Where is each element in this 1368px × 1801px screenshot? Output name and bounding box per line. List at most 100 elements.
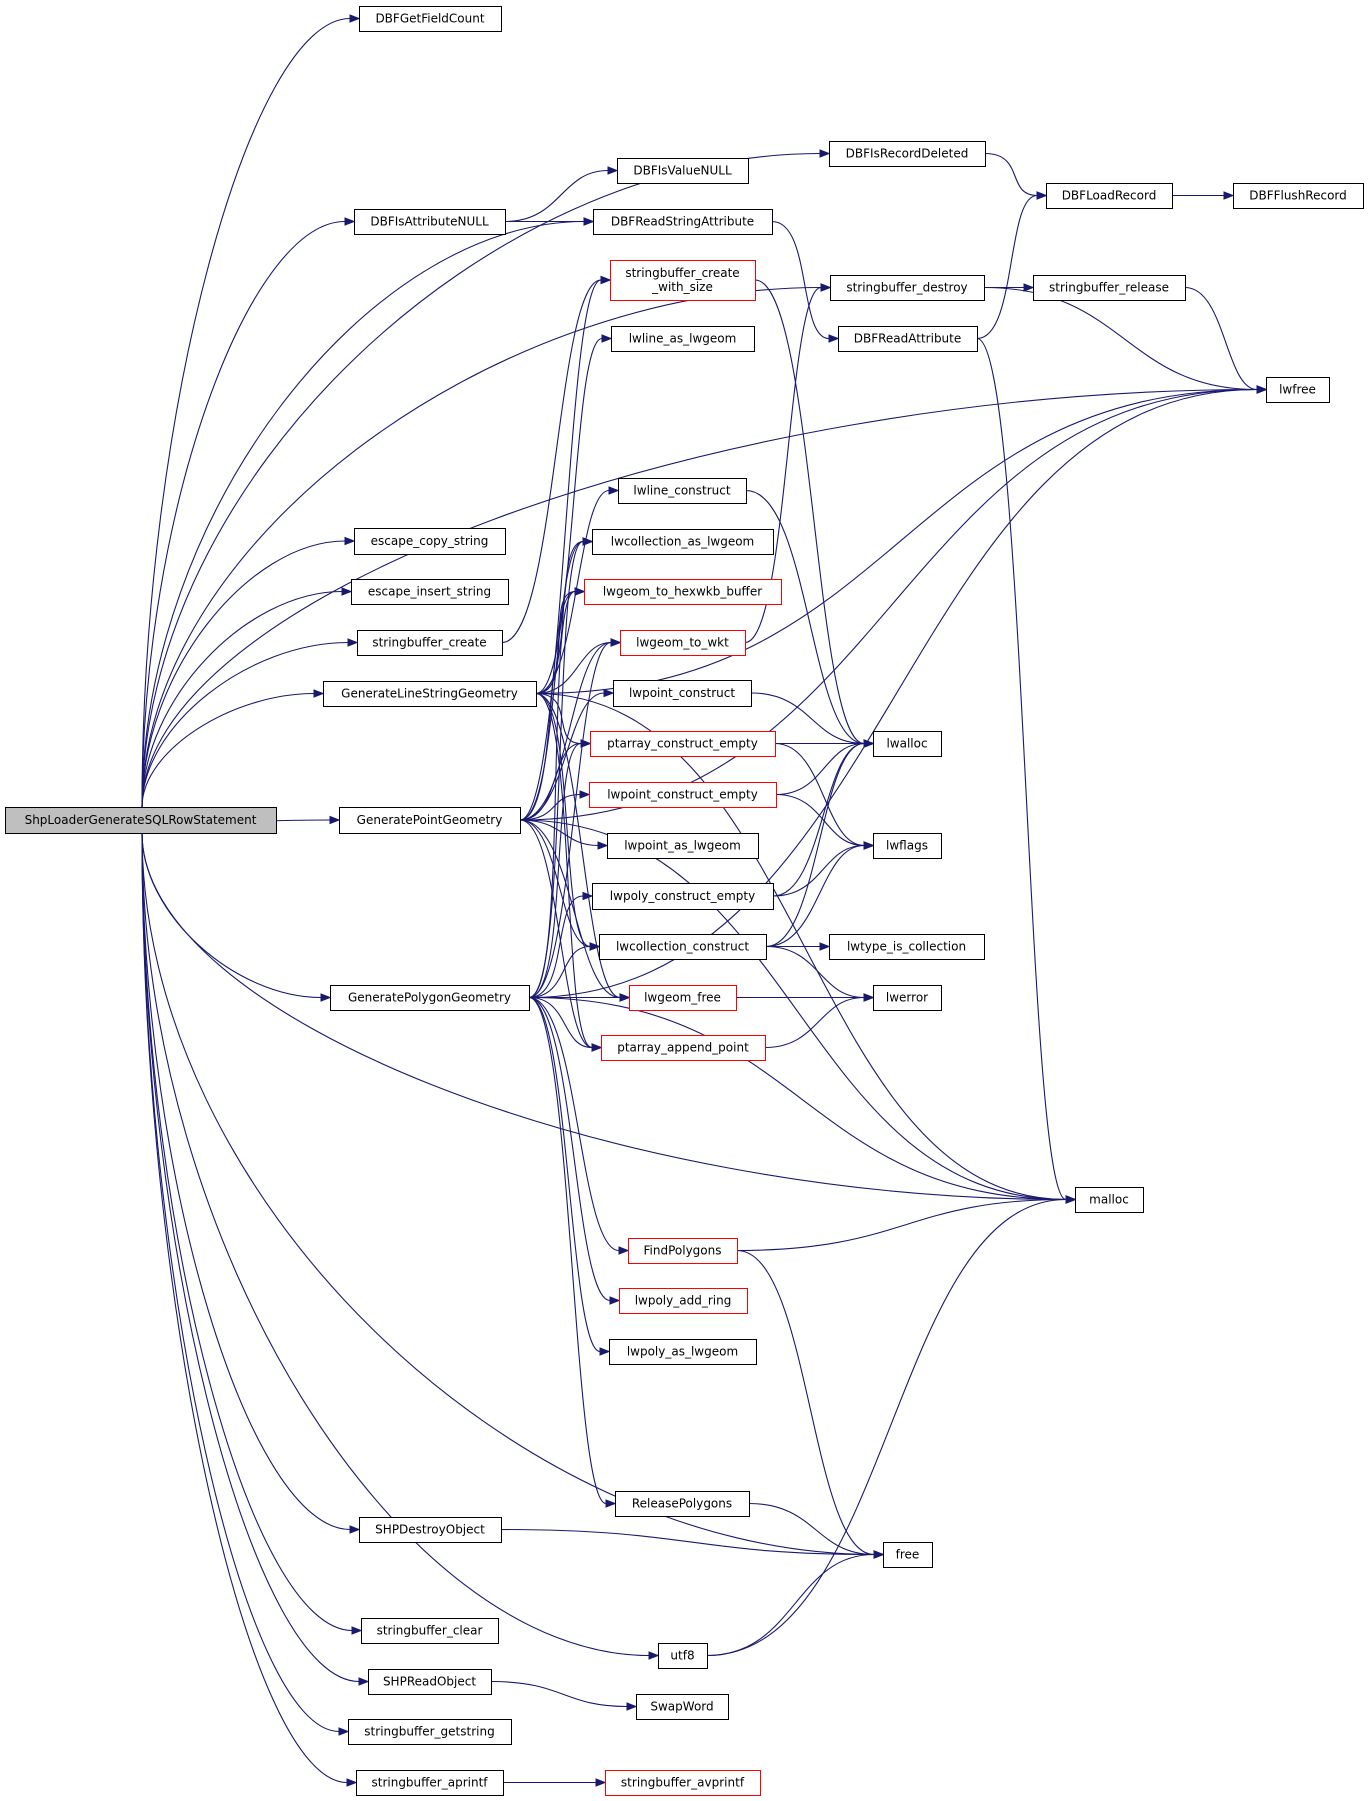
node-lwgeom-to-wkt[interactable]: lwgeom_to_wkt <box>620 630 746 656</box>
node-lwfree[interactable]: lwfree <box>1266 377 1330 403</box>
node-utf8[interactable]: utf8 <box>658 1643 708 1669</box>
node-box[interactable] <box>615 1491 750 1517</box>
node-box[interactable] <box>590 731 776 757</box>
node-lwline-construct[interactable]: lwline_construct <box>618 478 747 504</box>
node-box[interactable] <box>339 807 521 834</box>
node-box[interactable] <box>1233 183 1364 209</box>
node-lwpoint-construct[interactable]: lwpoint_construct <box>613 680 752 707</box>
node-lwflags[interactable]: lwflags <box>873 833 942 859</box>
node-box[interactable] <box>5 807 277 834</box>
node-box[interactable] <box>368 1669 492 1695</box>
node-box[interactable] <box>359 1517 502 1543</box>
node-box[interactable] <box>593 209 773 235</box>
node-dbfread-string-attribute[interactable]: DBFReadStringAttribute <box>593 209 773 235</box>
node-stringbuffer-clear[interactable]: stringbuffer_clear <box>361 1618 499 1644</box>
node-stringbuffer-release[interactable]: stringbuffer_release <box>1033 275 1186 301</box>
node-box[interactable] <box>629 985 737 1011</box>
node-box[interactable] <box>323 681 537 707</box>
node-dbfget-field-count[interactable]: DBFGetFieldCount <box>359 6 502 32</box>
node-box[interactable] <box>354 209 506 235</box>
node-box[interactable] <box>1046 183 1173 209</box>
node-root[interactable]: ShpLoaderGenerateSQLRowStatement <box>5 807 277 834</box>
node-box[interactable] <box>607 833 759 859</box>
node-dbfis-attribute-null[interactable]: DBFIsAttributeNULL <box>354 209 506 235</box>
node-box[interactable] <box>354 528 506 555</box>
node-box[interactable] <box>592 883 774 910</box>
node-escape-copy-string[interactable]: escape_copy_string <box>354 528 506 555</box>
node-box[interactable] <box>330 985 530 1011</box>
node-box[interactable] <box>829 141 986 167</box>
node-box[interactable] <box>619 1288 748 1314</box>
node-box[interactable] <box>829 934 985 960</box>
node-dbfis-value-null[interactable]: DBFIsValueNULL <box>617 158 749 184</box>
node-lwline-as-lwgeom[interactable]: lwline_as_lwgeom <box>611 326 755 352</box>
node-escape-insert-string[interactable]: escape_insert_string <box>351 579 509 605</box>
node-lwcollection-construct[interactable]: lwcollection_construct <box>599 934 767 960</box>
node-generate-line-string-geometry[interactable]: GenerateLineStringGeometry <box>323 681 537 707</box>
node-box[interactable] <box>618 478 747 504</box>
node-lwpoly-construct-empty[interactable]: lwpoly_construct_empty <box>592 883 774 910</box>
node-stringbuffer-create[interactable]: stringbuffer_create <box>357 630 503 656</box>
node-stringbuffer-create-with-size[interactable]: stringbuffer_create_with_size <box>610 260 756 301</box>
node-lwpoint-as-lwgeom[interactable]: lwpoint_as_lwgeom <box>607 833 759 859</box>
node-find-polygons[interactable]: FindPolygons <box>628 1238 738 1264</box>
node-box[interactable] <box>1266 377 1330 403</box>
node-box[interactable] <box>636 1694 729 1720</box>
node-box[interactable] <box>883 1542 933 1568</box>
node-lwpoly-as-lwgeom[interactable]: lwpoly_as_lwgeom <box>609 1339 757 1365</box>
node-stringbuffer-avprintf[interactable]: stringbuffer_avprintf <box>605 1770 761 1796</box>
node-dbfread-attribute[interactable]: DBFReadAttribute <box>838 326 978 352</box>
node-box[interactable] <box>628 1238 738 1264</box>
node-lwtype-is-collection[interactable]: lwtype_is_collection <box>829 934 985 960</box>
node-dbfload-record[interactable]: DBFLoadRecord <box>1046 183 1173 209</box>
node-box[interactable] <box>873 985 942 1011</box>
node-box[interactable] <box>658 1643 708 1669</box>
node-lwalloc[interactable]: lwalloc <box>873 731 942 757</box>
node-box[interactable] <box>351 579 509 605</box>
node-box[interactable] <box>359 6 502 32</box>
node-dbfis-record-deleted[interactable]: DBFIsRecordDeleted <box>829 141 986 167</box>
node-box[interactable] <box>356 1770 504 1796</box>
node-release-polygons[interactable]: ReleasePolygons <box>615 1491 750 1517</box>
node-box[interactable] <box>599 934 767 960</box>
node-shpdestroy-object[interactable]: SHPDestroyObject <box>359 1517 502 1543</box>
node-box[interactable] <box>584 579 782 605</box>
node-box[interactable] <box>589 782 777 808</box>
node-box[interactable] <box>609 1339 757 1365</box>
node-lwcollection-as-lwgeom[interactable]: lwcollection_as_lwgeom <box>592 529 774 555</box>
node-box[interactable] <box>605 1770 761 1796</box>
node-lwgeom-free[interactable]: lwgeom_free <box>629 985 737 1011</box>
node-box[interactable] <box>873 833 942 859</box>
node-stringbuffer-getstring[interactable]: stringbuffer_getstring <box>348 1719 512 1745</box>
node-swap-word[interactable]: SwapWord <box>636 1694 729 1720</box>
node-box[interactable] <box>1033 275 1186 301</box>
node-box[interactable] <box>1075 1187 1144 1213</box>
node-free[interactable]: free <box>883 1542 933 1568</box>
node-box[interactable] <box>348 1719 512 1745</box>
node-ptarray-append-point[interactable]: ptarray_append_point <box>601 1035 766 1061</box>
node-box[interactable] <box>620 630 746 656</box>
node-box[interactable] <box>611 326 755 352</box>
node-box[interactable] <box>617 158 749 184</box>
node-box[interactable] <box>601 1035 766 1061</box>
node-lwpoint-construct-empty[interactable]: lwpoint_construct_empty <box>589 782 777 808</box>
node-box[interactable] <box>613 680 752 707</box>
node-box[interactable] <box>873 731 942 757</box>
node-dbfflush-record[interactable]: DBFFlushRecord <box>1233 183 1364 209</box>
node-ptarray-construct-empty[interactable]: ptarray_construct_empty <box>590 731 776 757</box>
node-lwgeom-to-hexwkb-buffer[interactable]: lwgeom_to_hexwkb_buffer <box>584 579 782 605</box>
node-box[interactable] <box>838 326 978 352</box>
node-box[interactable] <box>357 630 503 656</box>
node-box[interactable] <box>361 1618 499 1644</box>
node-generate-point-geometry[interactable]: GeneratePointGeometry <box>339 807 521 834</box>
node-stringbuffer-destroy[interactable]: stringbuffer_destroy <box>830 275 985 301</box>
node-malloc[interactable]: malloc <box>1075 1187 1144 1213</box>
node-box[interactable] <box>610 260 756 301</box>
node-box[interactable] <box>592 529 774 555</box>
node-lwpoly-add-ring[interactable]: lwpoly_add_ring <box>619 1288 748 1314</box>
node-box[interactable] <box>830 275 985 301</box>
node-lwerror[interactable]: lwerror <box>873 985 942 1011</box>
node-stringbuffer-aprintf[interactable]: stringbuffer_aprintf <box>356 1770 504 1796</box>
node-generate-polygon-geometry[interactable]: GeneratePolygonGeometry <box>330 985 530 1011</box>
node-shpread-object[interactable]: SHPReadObject <box>368 1669 492 1695</box>
